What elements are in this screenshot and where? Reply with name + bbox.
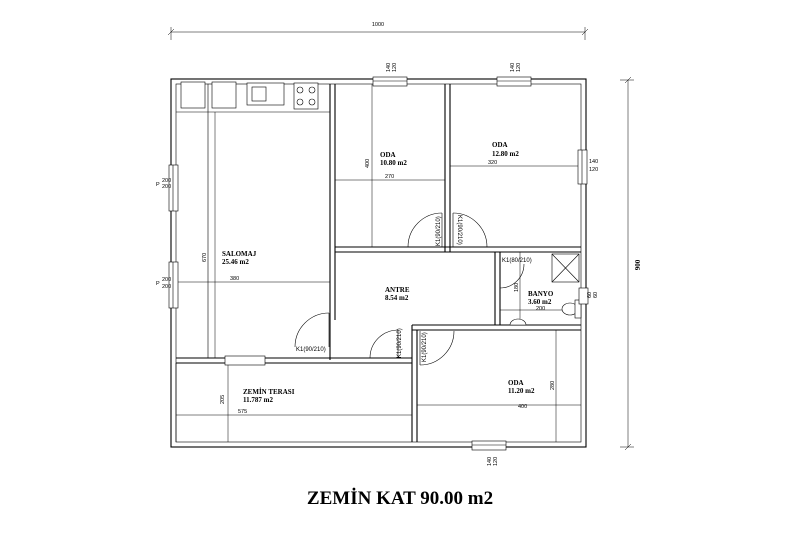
- door-label-banyo: K1(80/210): [502, 258, 532, 264]
- room-oda1-area: 10.80 m2: [380, 159, 407, 167]
- window-top-2-w: 140: [510, 63, 516, 72]
- window-bath: [578, 287, 589, 305]
- salomaj-height-dim: 670: [202, 253, 208, 262]
- teras-width-dim: 575: [238, 409, 247, 415]
- overall-width-dimension: 1000: [167, 22, 589, 40]
- window-top-1-w: 140: [386, 63, 392, 72]
- bathroom-fixtures: [509, 253, 582, 326]
- window-bottom-h: 120: [493, 457, 499, 466]
- overall-width-label: 1000: [372, 22, 384, 28]
- window-top-2-h: 120: [516, 63, 522, 72]
- window-left-2-h: 200: [162, 284, 171, 290]
- window-left-1-h: 200: [162, 184, 171, 190]
- terrace-opening: [224, 355, 266, 366]
- room-salomaj-name: SALOMAJ: [222, 250, 257, 258]
- washbasin-icon: [509, 318, 527, 326]
- window-right-h: 120: [589, 167, 598, 173]
- room-oda1-name: ODA: [380, 151, 396, 159]
- window-left-2: [168, 261, 179, 309]
- windows: [168, 76, 589, 451]
- window-bottom: [471, 440, 507, 451]
- banyo-height-dim: 180: [514, 283, 520, 292]
- room-teras-area: 11.787 m2: [243, 396, 273, 404]
- window-left-2-w: 200: [162, 277, 171, 283]
- window-left-1: [168, 164, 179, 212]
- marker-p-2: P: [156, 281, 160, 287]
- window-bath-w: 60: [587, 292, 593, 298]
- room-oda3-name: ODA: [508, 379, 524, 387]
- room-antre-area: 8.54 m2: [385, 294, 409, 302]
- page-title: ZEMİN KAT 90.00 m2: [306, 488, 494, 509]
- oda3-height-dim: 280: [550, 381, 556, 390]
- window-left-1-w: 200: [162, 178, 171, 184]
- room-salomaj-area: 25.46 m2: [222, 258, 249, 266]
- window-right: [577, 149, 588, 185]
- door-label-main: K1(90/210): [296, 347, 326, 353]
- room-oda2-name: ODA: [492, 141, 508, 149]
- room-oda2-area: 12.80 m2: [492, 150, 519, 158]
- room-banyo-area: 3.60 m2: [528, 298, 552, 306]
- marker-p-1: P: [156, 182, 160, 188]
- oda1-width-dim: 270: [385, 174, 394, 180]
- window-top-2: [496, 76, 532, 87]
- room-banyo-name: BANYO: [528, 290, 554, 298]
- interior-dimensions: [176, 84, 581, 442]
- window-bottom-w: 140: [487, 457, 493, 466]
- room-antre-name: ANTRE: [385, 286, 410, 294]
- stove-icon: [293, 82, 319, 110]
- door-label-oda2: K1(90/210): [456, 215, 462, 245]
- teras-height-dim: 205: [220, 395, 226, 404]
- salomaj-width-dim: 380: [230, 276, 239, 282]
- overall-height-dimension: 900: [620, 76, 642, 451]
- window-bath-h: 60: [593, 292, 599, 298]
- oven-icon: [211, 81, 237, 109]
- window-right-w: 140: [589, 159, 598, 165]
- overall-height-label: 900: [634, 259, 642, 270]
- room-oda3-area: 11.20 m2: [508, 387, 535, 395]
- door-label-oda3: K1(90/210): [422, 332, 428, 362]
- kitchen-fixtures: [176, 81, 330, 113]
- oda1-height-dim: 400: [365, 159, 371, 168]
- interior-walls: [175, 84, 581, 442]
- banyo-width-dim: 200: [536, 306, 545, 312]
- oda3-width-dim: 400: [518, 404, 527, 410]
- window-top-1: [372, 76, 408, 87]
- doors: [294, 212, 525, 366]
- window-top-1-h: 120: [392, 63, 398, 72]
- door-label-antre: K1(90/210): [397, 328, 403, 358]
- door-label-oda1: K1(90/210): [436, 216, 442, 246]
- room-teras-name: ZEMİN TERASI: [243, 388, 295, 396]
- fridge-icon: [180, 81, 206, 109]
- oda2-width-dim: 320: [488, 160, 497, 166]
